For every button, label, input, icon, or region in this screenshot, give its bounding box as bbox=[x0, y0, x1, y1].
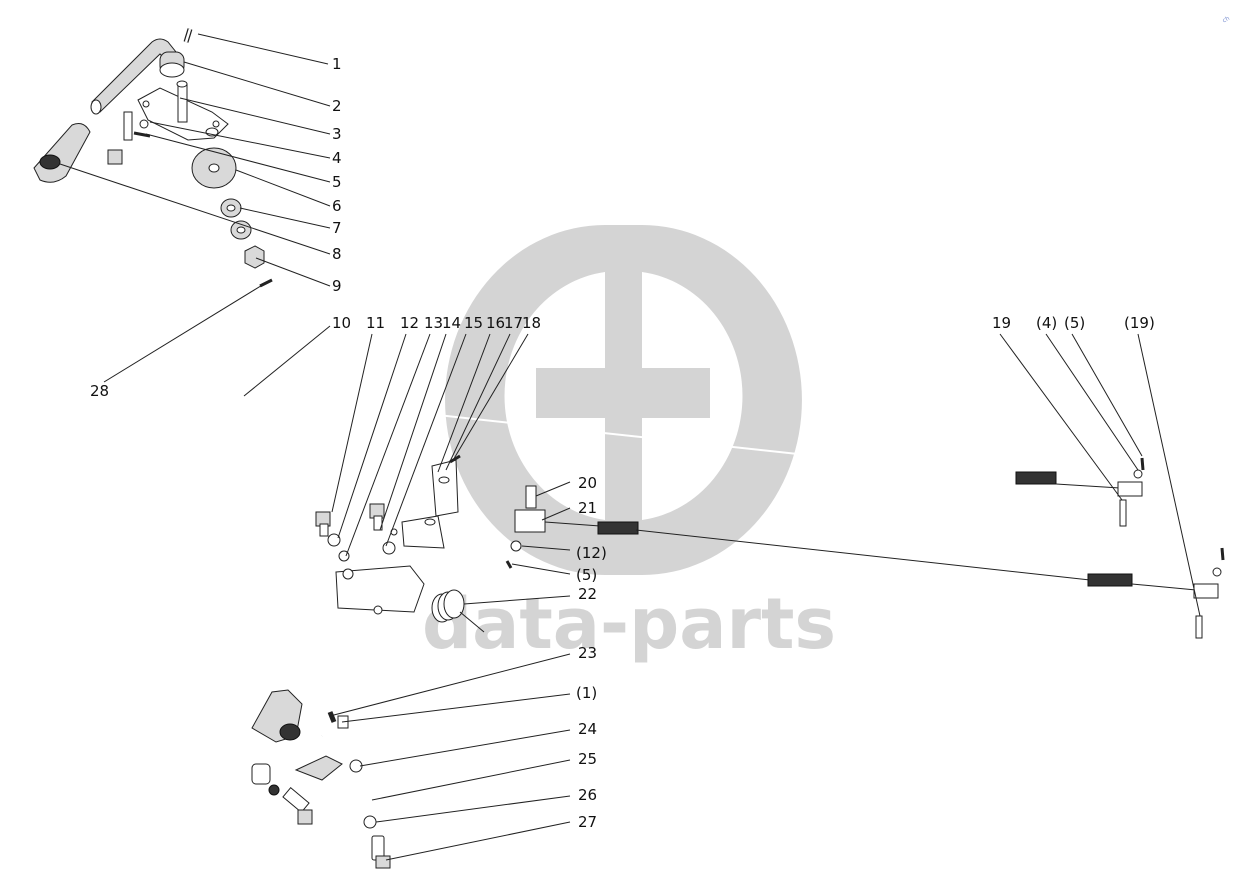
callout-28: 28 bbox=[90, 382, 109, 400]
callout-14: 14 bbox=[442, 314, 461, 332]
callout-12-ref: (12) bbox=[576, 544, 607, 562]
part-2-crank bbox=[90, 38, 185, 115]
callout-1-ref: (1) bbox=[576, 684, 597, 702]
part-26-washer bbox=[363, 815, 377, 829]
callout-2: 2 bbox=[332, 97, 342, 115]
part-5-pin-mid bbox=[505, 560, 513, 569]
bracket-assembly bbox=[315, 454, 461, 615]
callout-15: 15 bbox=[464, 314, 483, 332]
callout-20: 20 bbox=[578, 474, 597, 492]
callout-16: 16 bbox=[486, 314, 505, 332]
part-1-pin bbox=[183, 28, 193, 43]
callout-3: 3 bbox=[332, 125, 342, 143]
callout-labels: 1 2 3 4 5 6 7 8 9 10 11 12 13 14 15 16 1… bbox=[90, 55, 1155, 831]
callout-21: 21 bbox=[578, 499, 597, 517]
watermark-logo bbox=[445, 225, 802, 575]
callout-13: 13 bbox=[424, 314, 443, 332]
callout-8: 8 bbox=[332, 245, 342, 263]
callout-25: 25 bbox=[578, 750, 597, 768]
callout-5-ref-mid: (5) bbox=[576, 566, 597, 584]
callout-10: 10 bbox=[332, 314, 351, 332]
leader-lines bbox=[59, 33, 1201, 861]
part-5-pin bbox=[133, 131, 151, 138]
part-19-pin-lower bbox=[1195, 615, 1203, 639]
callout-5-ref: (5) bbox=[1064, 314, 1085, 332]
part-4-washer bbox=[139, 119, 149, 129]
part-19-pin-upper bbox=[1119, 499, 1127, 527]
callout-1: 1 bbox=[332, 55, 342, 73]
second-cable bbox=[514, 509, 1219, 599]
callout-4: 4 bbox=[332, 149, 342, 167]
part-washer-lower bbox=[1212, 567, 1222, 577]
part-7-washers bbox=[220, 198, 252, 240]
callout-19: 19 bbox=[992, 314, 1011, 332]
callout-7: 7 bbox=[332, 219, 342, 237]
part-3-plate bbox=[137, 80, 229, 141]
part-26-bolt bbox=[282, 786, 313, 825]
callout-26: 26 bbox=[578, 786, 597, 804]
callout-12: 12 bbox=[400, 314, 419, 332]
callout-24: 24 bbox=[578, 720, 597, 738]
part-1-pin-lower bbox=[327, 711, 337, 723]
part-12-washer-mid bbox=[510, 540, 522, 552]
callout-6: 6 bbox=[332, 197, 342, 215]
callout-5: 5 bbox=[332, 173, 342, 191]
part-5-pin-upper bbox=[1140, 457, 1145, 471]
callout-9: 9 bbox=[332, 277, 342, 295]
part-8-grip bbox=[33, 123, 91, 183]
callout-23: 23 bbox=[578, 644, 597, 662]
part-pin-lower bbox=[1220, 547, 1225, 561]
part-25-block bbox=[251, 763, 280, 796]
corner-mark: ch bbox=[1221, 15, 1231, 25]
callout-4-ref: (4) bbox=[1036, 314, 1057, 332]
watermark-text: data-parts bbox=[422, 583, 836, 665]
callout-17: 17 bbox=[504, 314, 523, 332]
callout-18: 18 bbox=[522, 314, 541, 332]
callout-27: 27 bbox=[578, 813, 597, 831]
callout-22: 22 bbox=[578, 585, 597, 603]
part-9-nut bbox=[244, 245, 265, 269]
part-6-disc bbox=[191, 147, 237, 189]
part-23-knob bbox=[251, 689, 303, 743]
callout-11: 11 bbox=[366, 314, 385, 332]
part-4-washer-upper bbox=[1133, 469, 1143, 479]
part-20-pin bbox=[525, 485, 537, 509]
part-27-bolt bbox=[371, 835, 391, 869]
part-10-rod bbox=[102, 111, 1143, 497]
callout-19-ref: (19) bbox=[1124, 314, 1155, 332]
